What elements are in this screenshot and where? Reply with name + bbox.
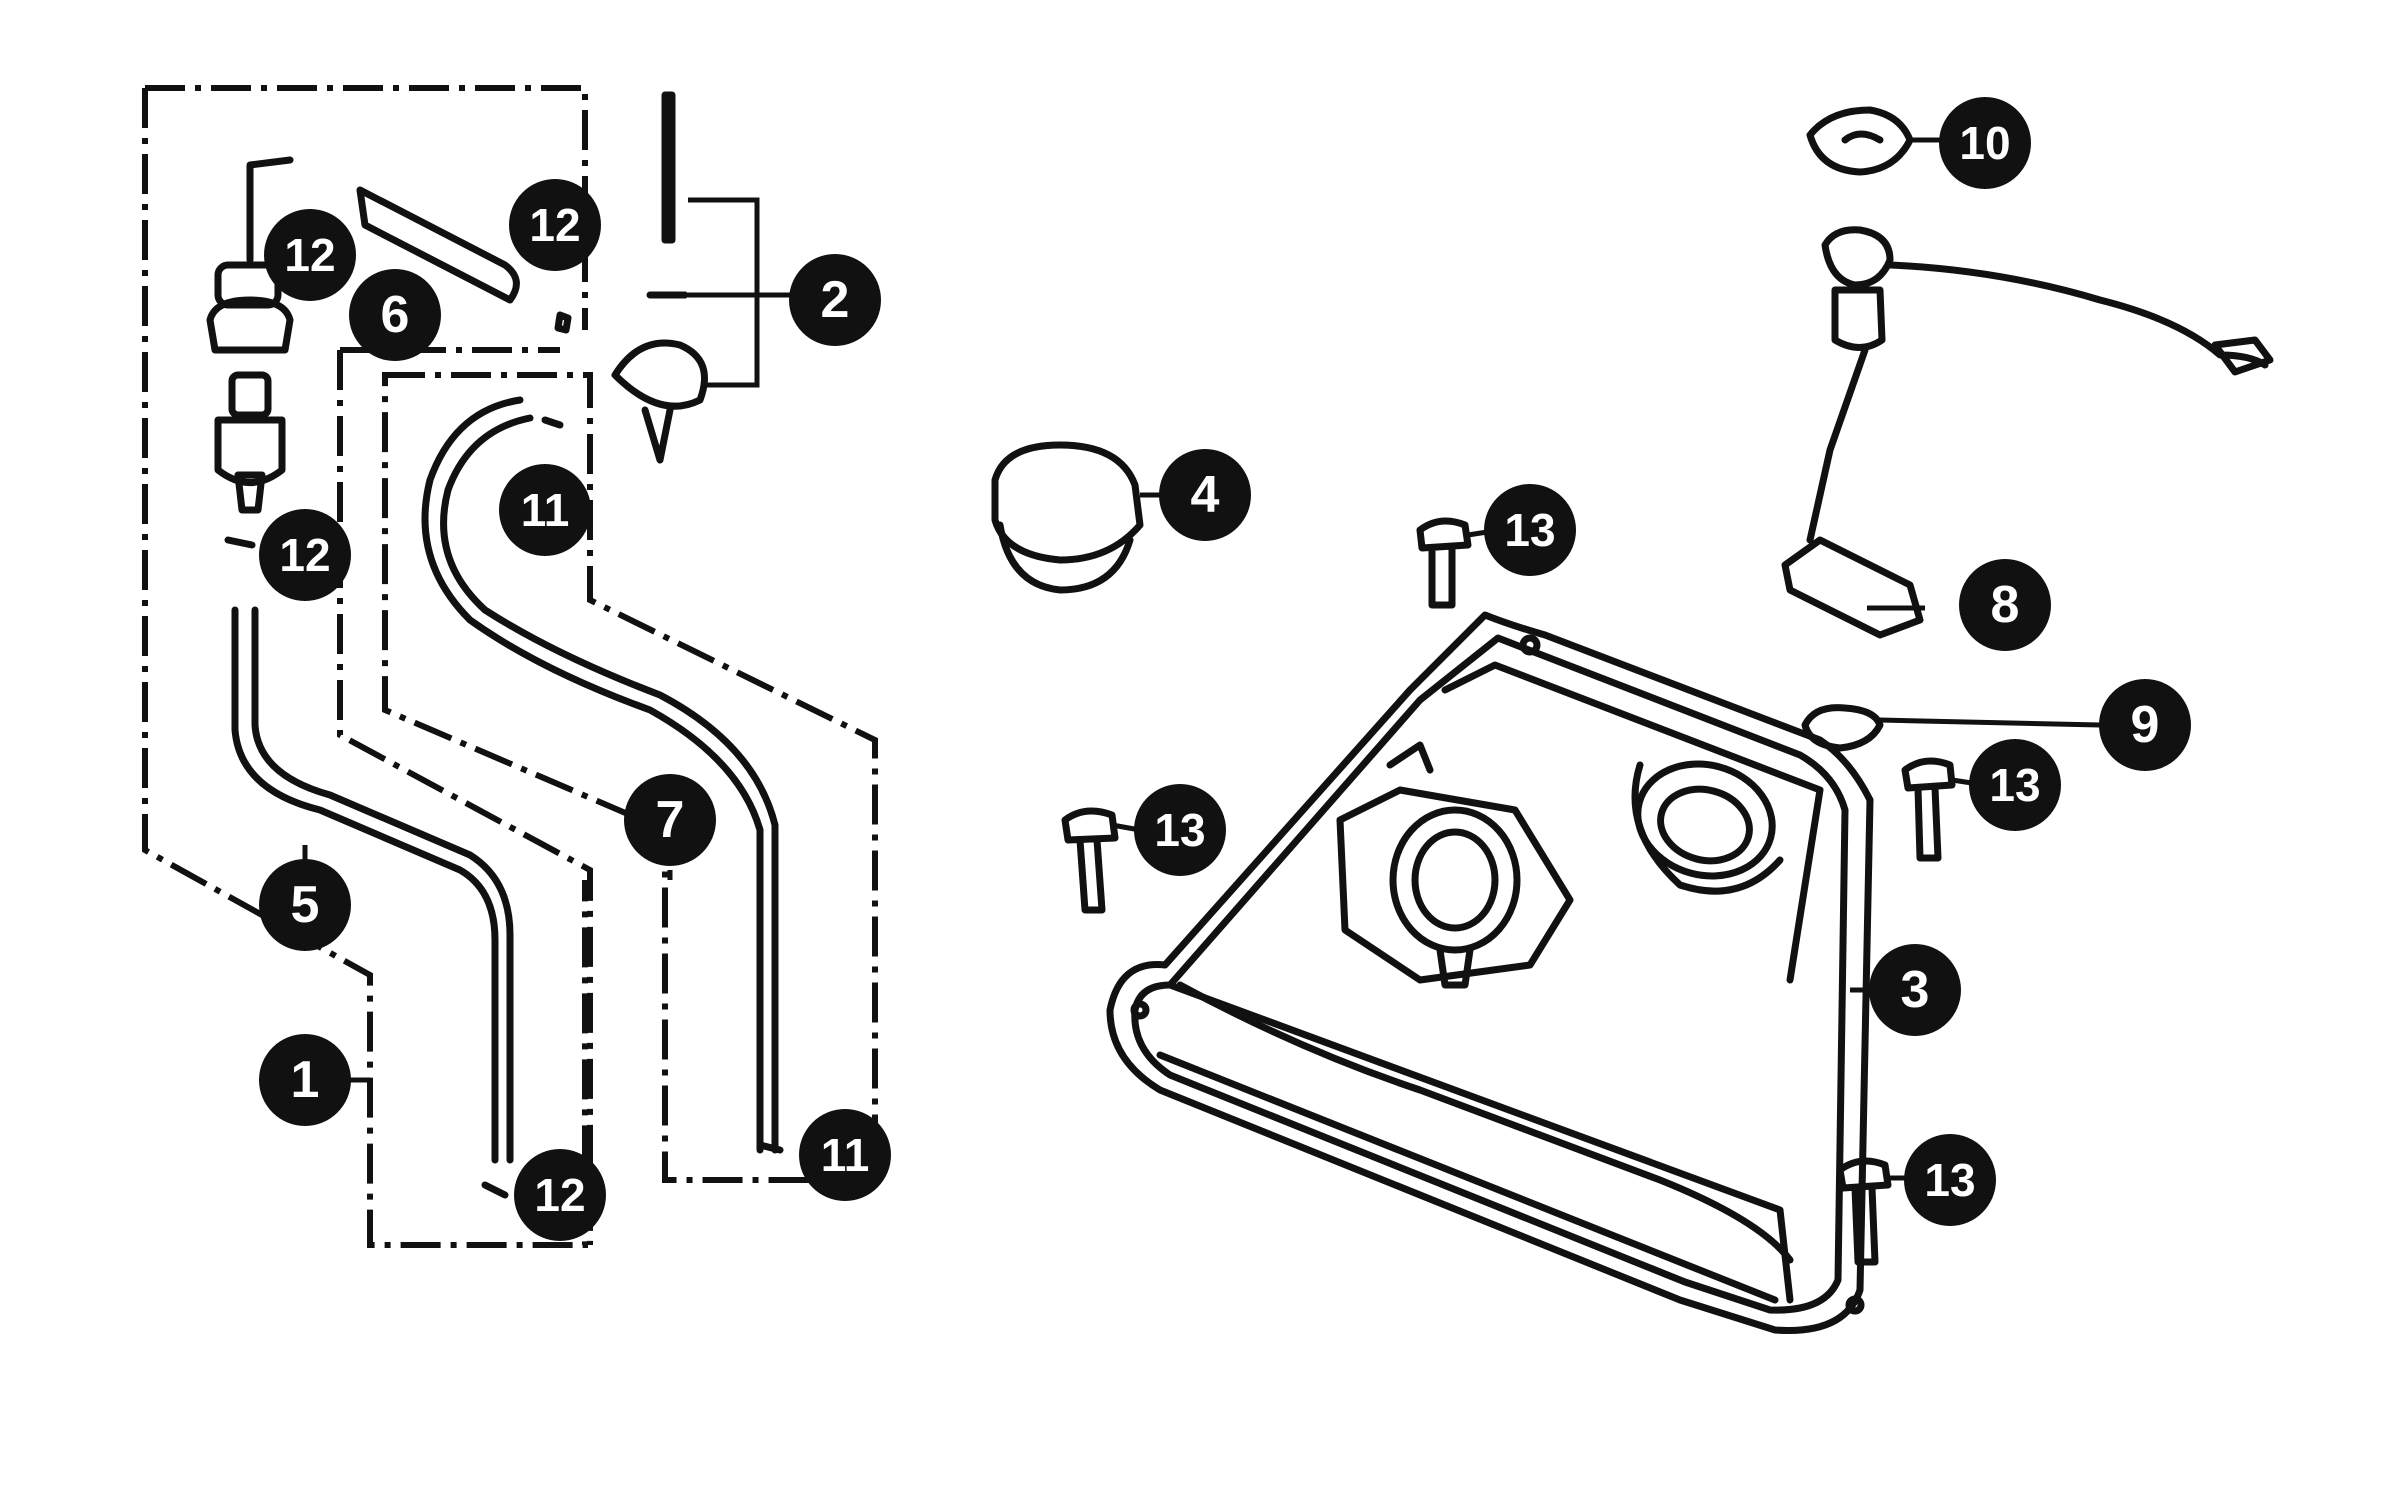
svg-text:8: 8 xyxy=(1991,576,2020,634)
callout-1: 1 xyxy=(259,1034,351,1126)
ring-9-icon xyxy=(1801,704,1884,752)
callout-13-top: 13 xyxy=(1484,484,1576,576)
callout-11-top: 11 xyxy=(499,464,591,556)
svg-text:12: 12 xyxy=(529,199,580,251)
callout-2-bracket xyxy=(688,197,800,388)
group-7-outline xyxy=(382,372,878,1183)
clip-11-bottom xyxy=(756,1141,784,1154)
callout-2: 2 xyxy=(789,254,881,346)
clip-11-top xyxy=(541,416,564,429)
svg-text:1: 1 xyxy=(291,1051,320,1109)
callout-13-right: 13 xyxy=(1969,739,2061,831)
fuel-tank-icon xyxy=(1106,611,1874,1334)
callout-13-bottom: 13 xyxy=(1904,1134,1996,1226)
callout-12-top-right: 12 xyxy=(509,179,601,271)
hose-6 xyxy=(356,186,520,304)
gasket-10-icon xyxy=(1806,106,1914,176)
svg-text:13: 13 xyxy=(1504,504,1555,556)
svg-text:7: 7 xyxy=(656,791,685,849)
breather-valve-icon xyxy=(611,91,708,464)
callout-12-bottom: 12 xyxy=(514,1149,606,1241)
svg-text:12: 12 xyxy=(279,529,330,581)
bolt-icon-b xyxy=(1061,807,1119,914)
hose-7 xyxy=(421,396,764,1154)
svg-text:11: 11 xyxy=(521,484,570,536)
callout-3: 3 xyxy=(1869,944,1961,1036)
callout-4: 4 xyxy=(1159,449,1251,541)
svg-text:13: 13 xyxy=(1924,1154,1975,1206)
fuel-sender-icon xyxy=(1781,226,2274,639)
hose-7-inner xyxy=(440,414,779,1154)
svg-text:5: 5 xyxy=(291,876,320,934)
svg-text:12: 12 xyxy=(284,229,335,281)
hose-5-inner xyxy=(251,606,514,1164)
hose-group xyxy=(142,85,878,1248)
callout-12-top-left: 12 xyxy=(264,209,356,301)
bolt-icon-d xyxy=(1836,1157,1892,1266)
svg-text:13: 13 xyxy=(1989,759,2040,811)
callout-8: 8 xyxy=(1959,559,2051,651)
bolt-icon-a xyxy=(1416,517,1472,609)
svg-text:13: 13 xyxy=(1154,804,1205,856)
callout-13-left: 13 xyxy=(1134,784,1226,876)
callout-11-bottom: 11 xyxy=(799,1109,891,1201)
fuel-cap-icon xyxy=(991,441,1144,594)
svg-text:12: 12 xyxy=(534,1169,585,1221)
group-1-outline xyxy=(142,85,588,1248)
callout-7: 7 xyxy=(624,774,716,866)
svg-text:3: 3 xyxy=(1901,961,1930,1019)
fuel-valve-icon xyxy=(206,156,294,514)
svg-text:2: 2 xyxy=(821,271,850,329)
callout-6: 6 xyxy=(349,269,441,361)
svg-text:11: 11 xyxy=(821,1129,870,1181)
svg-text:6: 6 xyxy=(381,286,410,344)
clip-12-mid xyxy=(224,536,256,549)
callout-12-middle: 12 xyxy=(259,509,351,601)
svg-text:10: 10 xyxy=(1959,117,2010,169)
bolt-icon-c xyxy=(1901,757,1956,862)
hose-5 xyxy=(231,606,499,1164)
callout-9: 9 xyxy=(2099,679,2191,771)
svg-text:9: 9 xyxy=(2131,696,2160,754)
svg-text:4: 4 xyxy=(1191,466,1220,524)
callout-10: 10 xyxy=(1939,97,2031,189)
callout-5: 5 xyxy=(259,859,351,951)
clip-12-bottom xyxy=(481,1181,509,1199)
clip-12-top xyxy=(554,311,572,334)
